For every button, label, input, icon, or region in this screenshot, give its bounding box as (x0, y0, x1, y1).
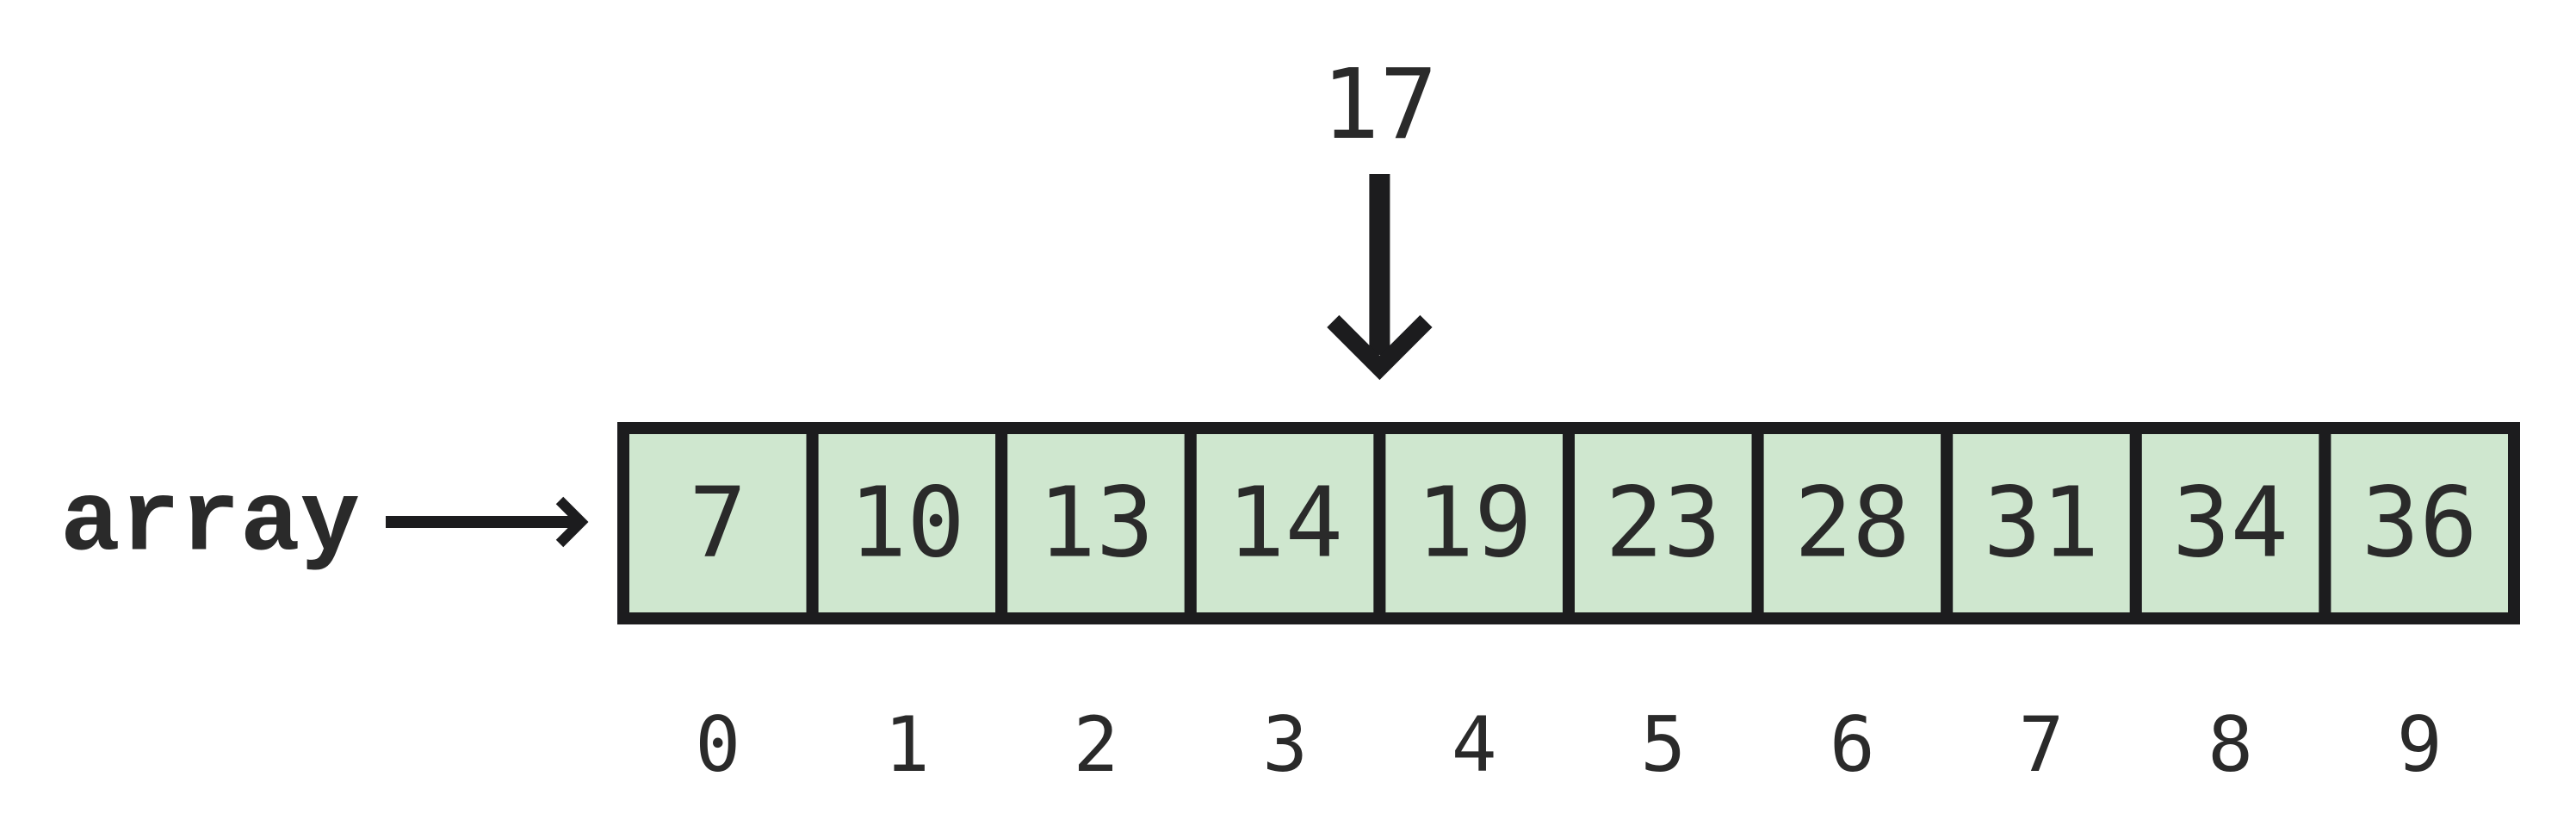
down-arrow-icon-shaft (1369, 174, 1390, 355)
array-cell-value: 36 (2362, 468, 2478, 580)
array-index-label: 9 (2397, 700, 2443, 789)
array-index-label: 4 (1452, 700, 1497, 789)
array-indices: 0 1 2 3 4 5 6 7 8 9 (695, 700, 2442, 789)
array-index-label: 5 (1640, 700, 1686, 789)
array-cell (617, 422, 819, 624)
array-cell-value: 34 (2172, 468, 2288, 580)
search-value-label: 17 (1322, 49, 1438, 161)
array-index-label: 8 (2208, 700, 2253, 789)
search-value-group: 17 (1322, 49, 1438, 381)
array-index-label: 7 (2019, 700, 2065, 789)
array-cell (1941, 422, 2142, 624)
array-cell (806, 422, 1008, 624)
array-index-label: 2 (1074, 700, 1119, 789)
array-index-label: 3 (1262, 700, 1308, 789)
array-cell-value: 10 (849, 468, 965, 580)
array-cell (995, 422, 1197, 624)
array-cell-value: 31 (1984, 468, 2100, 580)
array-cells: 7 10 13 14 19 23 28 31 34 36 (617, 422, 2520, 624)
array-label: array (60, 466, 360, 580)
array-cell (1563, 422, 1764, 624)
array-cell-value: 28 (1794, 468, 1910, 580)
array-index-label: 6 (1830, 700, 1875, 789)
right-arrow-icon (555, 496, 589, 548)
array-label-group: array (60, 466, 589, 580)
array-cell-value: 14 (1227, 468, 1343, 580)
array-cell-value: 7 (689, 468, 746, 580)
array-cell-value: 19 (1416, 468, 1533, 580)
array-cell-value: 23 (1605, 468, 1721, 580)
array-cell (1373, 422, 1576, 624)
array-cell (2319, 422, 2520, 624)
down-arrow-icon (1327, 314, 1433, 381)
array-index-label: 0 (695, 700, 740, 789)
array-index-label: 1 (884, 700, 930, 789)
array-cell-value: 13 (1038, 468, 1155, 580)
